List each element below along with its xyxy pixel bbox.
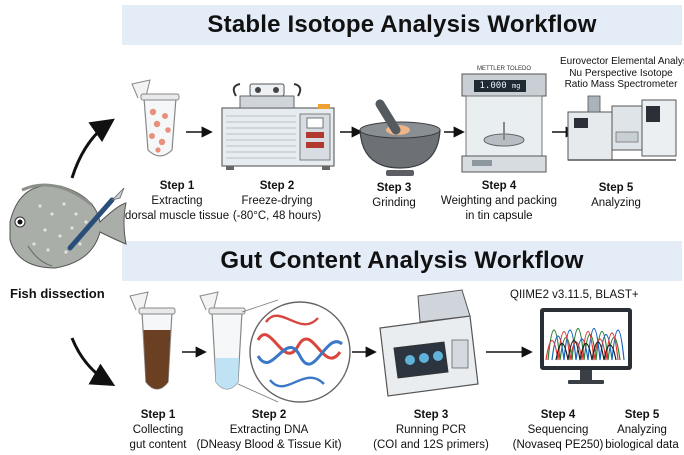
bottom-step-4: Step 4 Sequencing (Novaseq PE250) bbox=[510, 408, 606, 453]
step-text: Weighting and packing bbox=[440, 195, 558, 207]
step-number: Step 1 bbox=[140, 409, 176, 421]
fish-icon bbox=[9, 183, 127, 269]
step-text: biological data bbox=[605, 439, 679, 451]
bottom-step-1: Step 1 Collecting gut content bbox=[122, 408, 194, 453]
step-text: (Novaseq PE250) bbox=[512, 439, 604, 451]
step-text: (COI and 12S primers) bbox=[373, 439, 489, 451]
sequencing-monitor-icon bbox=[540, 308, 632, 384]
top-step-1: Step 1 Extracting dorsal muscle tissue bbox=[112, 179, 242, 224]
step-text: dorsal muscle tissue bbox=[124, 210, 230, 222]
instrument-caption-line-2: Nu Perspective Isotope bbox=[569, 67, 673, 79]
bottom-step-5: Step 5 Analyzing biological data bbox=[600, 408, 684, 453]
step-number: Step 1 bbox=[159, 180, 195, 192]
freeze-dryer-icon bbox=[221, 83, 335, 170]
top-step-2: Step 2 Freeze-drying (-80°C, 48 hours) bbox=[222, 179, 332, 224]
stable-isotope-banner: Stable Isotope Analysis Workflow bbox=[122, 5, 682, 45]
curved-arrow-up bbox=[70, 118, 115, 179]
gut-content-tube-icon bbox=[129, 291, 176, 390]
tissue-tube-icon bbox=[131, 79, 180, 157]
instrument-caption-line-1: Eurovector Elemental Analyser with bbox=[560, 56, 684, 67]
instrument-caption: Eurovector Elemental Analyser with Nu Pe… bbox=[560, 56, 684, 91]
step-number: Step 3 bbox=[413, 409, 449, 421]
dna-zoom-circle-icon bbox=[249, 301, 351, 403]
step-text: (-80°C, 48 hours) bbox=[232, 210, 322, 222]
dna-tube-icon bbox=[199, 291, 279, 403]
step-text: Analyzing bbox=[591, 197, 641, 209]
mortar-pestle-icon bbox=[359, 99, 441, 176]
step-text: (DNeasy Blood & Tissue Kit) bbox=[196, 439, 342, 451]
balance-display-value: 1.000 bbox=[479, 81, 507, 91]
bottom-step-3: Step 3 Running PCR (COI and 12S primers) bbox=[366, 408, 496, 453]
bottom-step-2: Step 2 Extracting DNA (DNeasy Blood & Ti… bbox=[194, 408, 344, 453]
mass-spectrometer-icon bbox=[567, 95, 677, 161]
balance-display: 1.000 mg bbox=[476, 80, 524, 92]
instrument-caption-line-3: Ratio Mass Spectrometer bbox=[564, 79, 678, 90]
step-text: Freeze-drying bbox=[241, 195, 313, 207]
step-text: Extracting bbox=[151, 195, 203, 207]
gut-content-title: Gut Content Analysis Workflow bbox=[220, 247, 584, 274]
stable-isotope-title: Stable Isotope Analysis Workflow bbox=[207, 11, 597, 38]
software-caption: QIIME2 v3.11.5, BLAST+ bbox=[510, 289, 639, 301]
top-step-4: Step 4 Weighting and packing in tin caps… bbox=[434, 179, 564, 224]
curved-arrow-down bbox=[70, 337, 116, 387]
step-text: Grinding bbox=[372, 197, 416, 209]
step-number: Step 4 bbox=[540, 409, 576, 421]
balance-brand: METTLER TOLEDO bbox=[476, 66, 532, 72]
step-number: Step 3 bbox=[376, 182, 412, 194]
balance-display-unit: mg bbox=[512, 82, 521, 90]
scalpel-icon bbox=[67, 187, 125, 251]
top-step-3: Step 3 Grinding bbox=[356, 181, 432, 211]
step-text: Extracting DNA bbox=[229, 424, 309, 436]
step-number: Step 5 bbox=[598, 182, 634, 194]
step-text: in tin capsule bbox=[465, 210, 533, 222]
step-text: gut content bbox=[129, 439, 187, 451]
step-text: Running PCR bbox=[395, 424, 467, 436]
step-number: Step 5 bbox=[624, 409, 660, 421]
top-step-5: Step 5 Analyzing bbox=[578, 181, 654, 211]
fish-dissection-label: Fish dissection bbox=[10, 286, 105, 301]
gut-content-banner: Gut Content Analysis Workflow bbox=[122, 241, 682, 281]
step-text: Analyzing bbox=[617, 424, 667, 436]
analytical-balance-icon bbox=[461, 73, 547, 173]
step-text: Collecting bbox=[132, 424, 184, 436]
step-number: Step 2 bbox=[251, 409, 287, 421]
step-number: Step 4 bbox=[481, 180, 517, 192]
step-text: Sequencing bbox=[527, 424, 589, 436]
step-number: Step 2 bbox=[259, 180, 295, 192]
pcr-machine-icon bbox=[379, 289, 479, 397]
